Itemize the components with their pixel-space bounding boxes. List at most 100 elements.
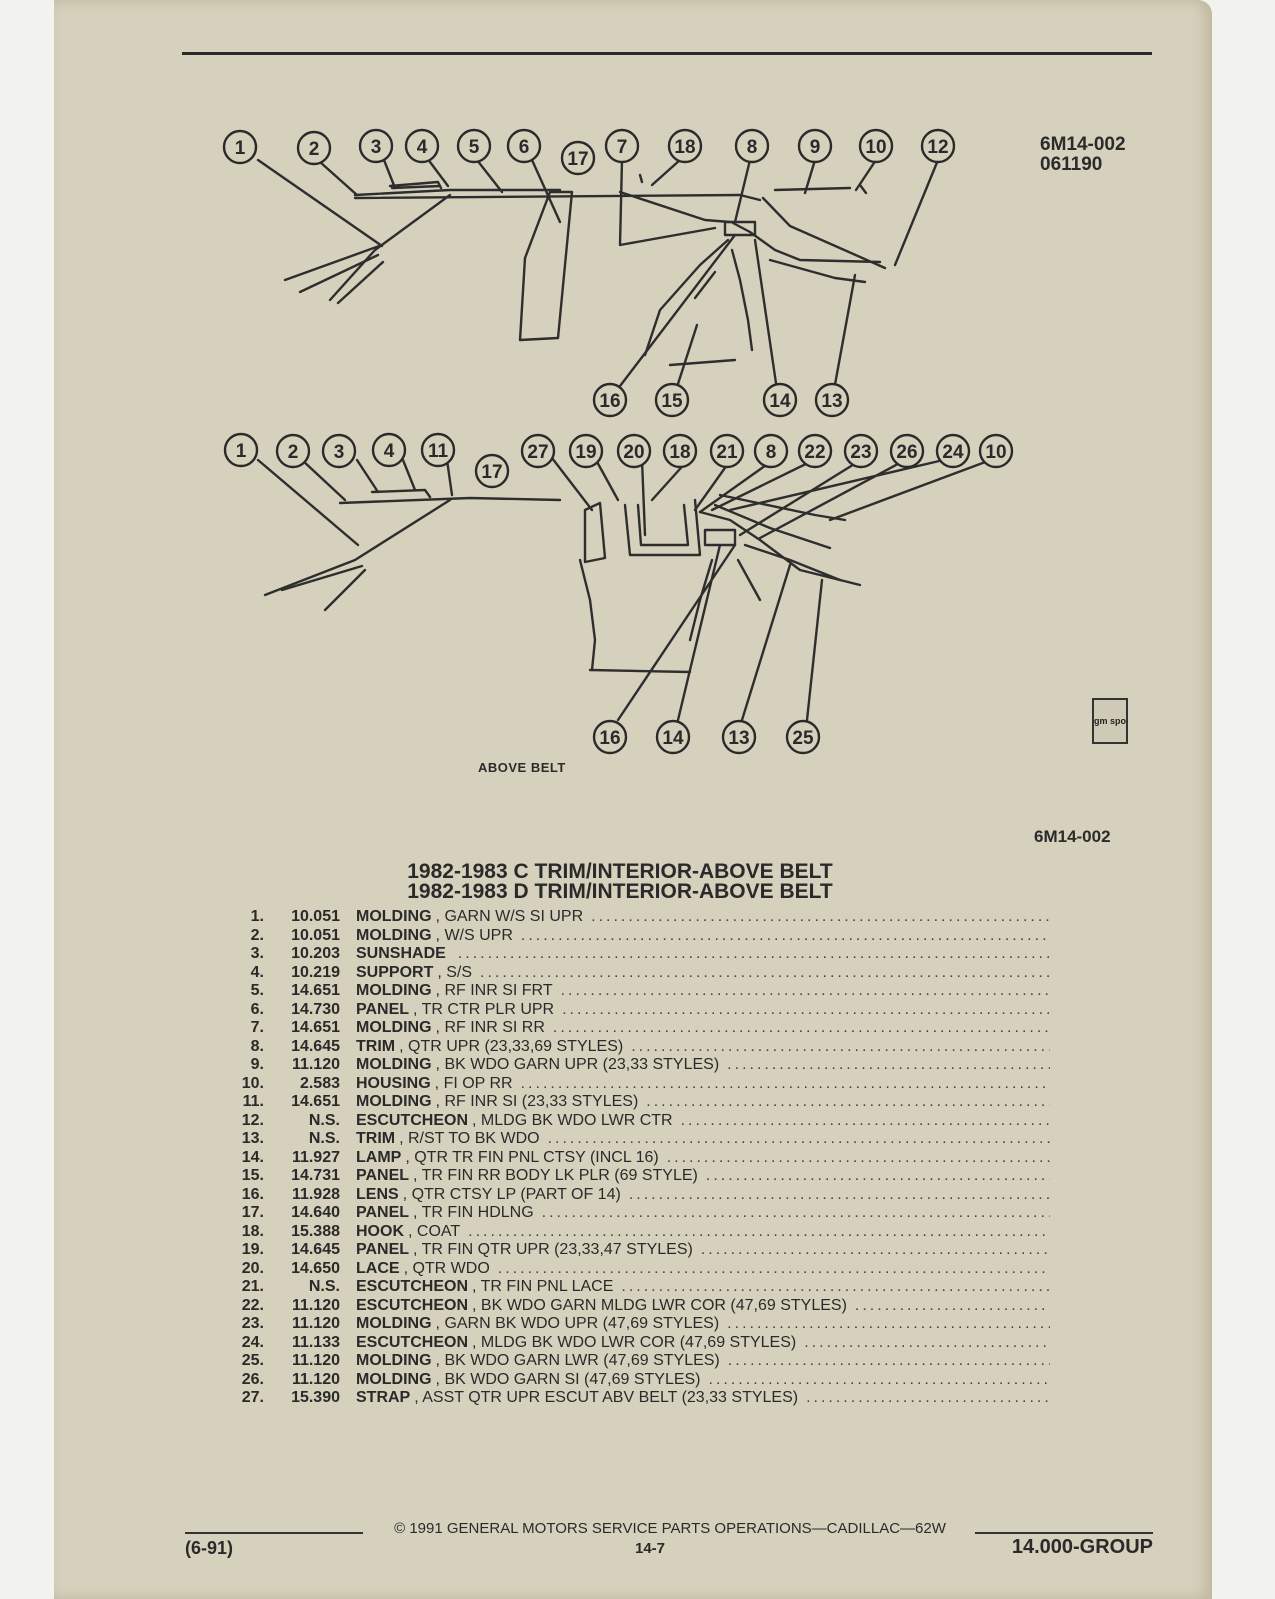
part-code: 14.651: [291, 1019, 340, 1036]
leader-dots: ........................................…: [621, 1278, 1050, 1295]
part-name: LAMP: [356, 1148, 402, 1166]
leader-dots: ........................................…: [468, 1222, 1050, 1240]
callout-8: 8: [734, 128, 770, 164]
callout-label: 17: [567, 149, 588, 170]
callout-20: 20: [616, 433, 652, 469]
part-name: MOLDING: [356, 1370, 432, 1388]
callout-18: 18: [667, 128, 703, 164]
part-name: HOOK: [356, 1222, 404, 1240]
part-name: MOLDING: [356, 1352, 432, 1369]
leader-dots: ........................................…: [552, 1019, 1050, 1036]
callout-9: 9: [797, 128, 833, 164]
callout-17: 17: [560, 140, 596, 176]
leader-dots: ........................................…: [591, 908, 1050, 925]
callout-label: 7: [617, 137, 628, 158]
callout-label: 22: [804, 442, 825, 463]
callout-label: 10: [865, 137, 886, 158]
part-name: PANEL: [356, 1167, 410, 1184]
part-name: HOUSING: [356, 1074, 431, 1092]
part-number: 5.: [250, 982, 264, 999]
part-code: 11.120: [291, 1315, 340, 1332]
callout-label: 1: [235, 138, 246, 159]
part-number: 6.: [250, 1000, 264, 1018]
callout-16: 16: [592, 382, 628, 418]
callout-2: 2: [296, 130, 332, 166]
part-code: 11.120: [291, 1370, 340, 1388]
part-code: 10.051: [291, 926, 340, 944]
leader-dots: ........................................…: [497, 1259, 1050, 1277]
part-name: PANEL: [356, 1204, 410, 1221]
part-name: MOLDING: [356, 1315, 432, 1332]
parts-row: 13.N.S.TRIM, R/ST TO BK WDO.............…: [230, 1130, 1050, 1149]
callout-27: 27: [520, 433, 556, 469]
part-name: LACE: [356, 1259, 400, 1277]
callout-14: 14: [655, 719, 691, 755]
footer-copyright: © 1991 GENERAL MOTORS SERVICE PARTS OPER…: [394, 1520, 946, 1537]
callout-label: 14: [769, 391, 791, 412]
leader-dots: ........................................…: [560, 982, 1050, 999]
part-name: MOLDING: [356, 926, 432, 944]
callout-label: 4: [417, 137, 428, 158]
part-number: 23.: [241, 1315, 264, 1332]
callout-2: 2: [275, 433, 311, 469]
part-code: 14.645: [291, 1241, 340, 1258]
part-description: , BK WDO GARN SI (47,69 STYLES): [435, 1370, 701, 1388]
catalog-page: [54, 0, 1212, 1599]
part-description: , QTR CTSY LP (PART OF 14): [402, 1185, 621, 1203]
part-code: 11.927: [291, 1148, 340, 1166]
part-number: 20.: [241, 1259, 264, 1277]
page-title: 1982-1983 C TRIM/INTERIOR-ABOVE BELT 198…: [200, 861, 1040, 903]
figure-code-line1: 6M14-002: [1040, 134, 1126, 155]
part-code: 10.203: [291, 945, 340, 962]
part-name: MOLDING: [356, 982, 432, 999]
part-number: 2.: [250, 926, 264, 944]
leader-dots: ........................................…: [680, 1111, 1050, 1129]
part-description: , TR FIN PNL LACE: [472, 1278, 614, 1295]
callout-label: 16: [599, 391, 620, 412]
parts-row: 12.N.S.ESCUTCHEON, MLDG BK WDO LWR CTR..…: [230, 1112, 1050, 1131]
part-code: 14.645: [291, 1037, 340, 1055]
leader-dots: ........................................…: [541, 1204, 1050, 1221]
part-description: , RF INR SI (23,33 STYLES): [435, 1093, 639, 1110]
figure-code-bottom: 6M14-002: [1034, 827, 1111, 846]
callout-8: 8: [753, 433, 789, 469]
part-description: , RF INR SI RR: [435, 1019, 545, 1036]
part-code: N.S.: [308, 1111, 340, 1129]
part-description: , QTR TR FIN PNL CTSY (INCL 16): [405, 1148, 659, 1166]
callout-17: 17: [474, 453, 510, 489]
leader-dots: ........................................…: [520, 926, 1050, 944]
part-name: MOLDING: [356, 1093, 432, 1110]
leader-dots: ........................................…: [666, 1148, 1050, 1166]
part-code: 14.651: [291, 982, 340, 999]
part-name: TRIM: [356, 1037, 396, 1055]
footer-group: 14.000-GROUP: [1011, 1536, 1153, 1558]
title-line-2: 1982-1983 D TRIM/INTERIOR-ABOVE BELT: [407, 880, 833, 903]
part-code: 11.133: [291, 1333, 340, 1351]
leader-dots: ........................................…: [631, 1037, 1050, 1055]
footer-rule-left: [185, 1532, 363, 1534]
leader-dots: ........................................…: [480, 963, 1050, 981]
part-code: 14.651: [291, 1093, 340, 1110]
part-number: 3.: [250, 945, 264, 962]
leader-dots: ........................................…: [520, 1074, 1050, 1092]
callout-12: 12: [920, 128, 956, 164]
callout-label: 25: [792, 728, 814, 749]
part-number: 13.: [241, 1130, 264, 1147]
